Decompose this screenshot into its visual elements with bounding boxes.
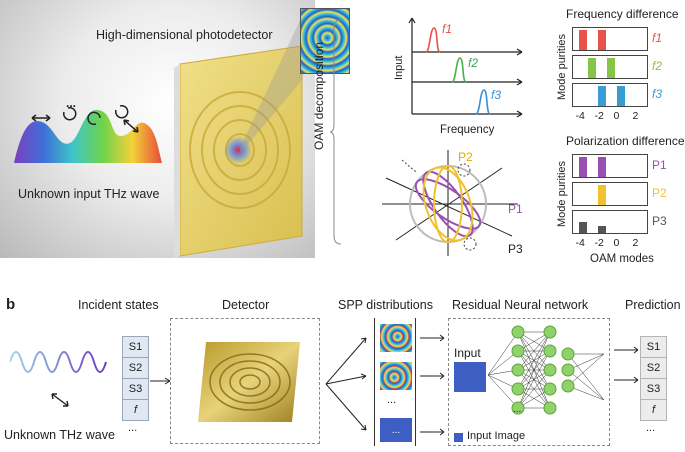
incident-state-s3: S3 [122, 378, 149, 400]
input-caption: Unknown input THz wave [18, 187, 160, 201]
wave-ellipsis: ... [66, 96, 77, 110]
spectrum-f2-label: f2 [468, 56, 479, 70]
mini-chart-row [572, 83, 648, 107]
network-input-label: Input [454, 346, 481, 360]
mini-chart-row [572, 182, 648, 206]
mode-purity-bar [597, 157, 606, 177]
detector-box [170, 318, 320, 444]
mini-chart-row-label: f2 [652, 59, 663, 73]
arrows-to-spp [325, 337, 367, 431]
prediction-s2: S2 [640, 357, 667, 379]
prediction-f: f [640, 399, 667, 421]
mode-purity-bar [616, 86, 625, 106]
spp-title: SPP distributions [338, 298, 433, 312]
x-tick-label: -4 [575, 237, 585, 249]
detector-title: High-dimensional photodetector [96, 28, 273, 42]
resnet-title: Residual Neural network [452, 298, 589, 312]
photodetector-plate [174, 45, 303, 258]
resnet-box [448, 318, 610, 446]
mode-purity-bar [597, 30, 606, 50]
thz-sine-wave [10, 351, 107, 373]
spp-image-2 [380, 362, 412, 390]
spp-bracket [374, 318, 416, 446]
spectrum-xlabel: Frequency [440, 124, 495, 136]
thz-wave-spectrum [14, 109, 162, 163]
x-tick-label: -4 [575, 110, 585, 122]
prediction-more: ... [646, 422, 656, 434]
mode-purity-bar [588, 58, 596, 78]
poincare-p1-label: P1 [508, 202, 523, 216]
x-tick-label: 0 [613, 237, 620, 249]
mode-purity-bar [597, 226, 606, 233]
freq-diff-ylabel: Mode purities [556, 33, 568, 100]
mini-chart-row-label: P2 [652, 186, 667, 200]
input-image-legend-swatch [454, 433, 463, 442]
mode-purity-bar [578, 157, 587, 177]
spp-image-last: ... [380, 418, 412, 442]
x-tick-label: 2 [632, 237, 639, 249]
prediction-title: Prediction [625, 298, 681, 312]
mini-chart-row-label: P3 [652, 214, 667, 228]
poincare-p2-label: P2 [458, 150, 473, 164]
spectrum-ylabel: Input [393, 55, 405, 80]
spp-inset-image [300, 8, 350, 74]
x-tick-label: -2 [594, 237, 604, 249]
arrow-to-detector [150, 377, 171, 385]
zoom-connector [240, 16, 302, 154]
panel-b-letter: b [6, 296, 16, 313]
x-tick-label: 2 [632, 110, 639, 122]
mini-chart-row-label: f1 [652, 31, 663, 45]
mode-purity-bar [578, 30, 587, 50]
thz-wave-caption: Unknown THz wave [4, 428, 115, 442]
incident-state-f: f [122, 399, 149, 421]
incident-state-more: ... [128, 422, 138, 434]
mode-purity-bar [597, 185, 606, 205]
spectrum-f3-label: f3 [491, 88, 502, 102]
mini-chart-row [572, 55, 648, 79]
neural-network-graph [488, 325, 605, 415]
spp-ellipsis: ... [387, 394, 397, 406]
network-ellipsis: ... [513, 404, 522, 415]
mode-purity-bar [597, 86, 606, 106]
frequency-spectrum-plot [408, 17, 523, 118]
mini-chart-row-label: f3 [652, 87, 663, 101]
network-input-image [454, 362, 486, 392]
oam-decomposition-label: OAM decomposition [312, 41, 326, 150]
polarization-arrows [31, 105, 139, 133]
oam-modes-xlabel: OAM modes [590, 253, 654, 265]
mini-chart-row [572, 210, 648, 234]
poincare-sphere [382, 150, 518, 256]
mode-purity-bar [578, 222, 587, 233]
arrows-to-network [420, 334, 445, 436]
detector-b-title: Detector [222, 298, 270, 312]
poincare-p3-label: P3 [508, 242, 523, 256]
pol-diff-title: Polarization difference [566, 134, 685, 148]
freq-diff-title: Frequency difference [566, 7, 679, 21]
spectrum-f1-label: f1 [442, 22, 453, 36]
input-image-legend: Input Image [467, 430, 526, 442]
incident-states-title: Incident states [78, 298, 159, 312]
x-tick-label: 0 [613, 110, 620, 122]
mini-chart-row [572, 27, 648, 51]
mini-chart-row-label: P1 [652, 158, 667, 172]
spp-image-1 [380, 324, 412, 352]
mini-chart-row [572, 154, 648, 178]
incident-state-s1: S1 [122, 336, 149, 358]
mode-purity-bar [607, 58, 615, 78]
linear-polarization-arrow [51, 393, 69, 407]
detector-plate-3d [198, 342, 300, 422]
arrows-to-prediction [614, 346, 639, 384]
prediction-s3: S3 [640, 378, 667, 400]
pol-diff-ylabel: Mode purities [556, 160, 568, 227]
incident-state-s2: S2 [122, 357, 149, 379]
decomposition-brace [330, 19, 342, 245]
x-tick-label: -2 [594, 110, 604, 122]
prediction-s1: S1 [640, 336, 667, 358]
